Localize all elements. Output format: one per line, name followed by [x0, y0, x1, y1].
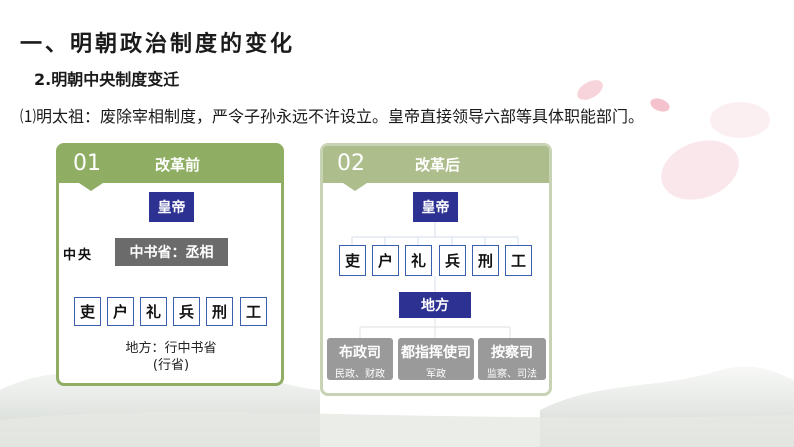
- subsection-heading: 2.明朝中央制度变迁: [34, 70, 180, 89]
- secretariat-box: 中书省：丞相: [115, 238, 228, 266]
- office-inspection-name: 按察司: [491, 345, 533, 361]
- before-panel-label: 改革前: [155, 156, 201, 174]
- central-label: 中央: [63, 248, 94, 263]
- before-panel-header: 01 改革前: [59, 146, 281, 183]
- before-ministry-war: 兵: [173, 297, 200, 326]
- before-panel-number: 01: [73, 151, 101, 176]
- after-panel-header: 02 改革后: [323, 146, 549, 183]
- office-military-name: 都指挥使司: [401, 345, 471, 361]
- office-administration-duty: 民政、财政: [335, 369, 385, 380]
- after-ministry-personnel: 吏: [339, 245, 366, 276]
- before-ministry-personnel: 吏: [74, 297, 101, 326]
- before-emperor-box: 皇帝: [149, 192, 194, 222]
- before-ministry-justice: 刑: [206, 297, 233, 326]
- office-inspection: 按察司 监察、司法: [478, 338, 546, 380]
- after-panel-label: 改革后: [415, 156, 461, 174]
- after-header-notch: [343, 183, 367, 191]
- after-panel-number: 02: [337, 151, 365, 176]
- office-military-duty: 军政: [426, 369, 446, 380]
- after-emperor-box: 皇帝: [413, 192, 458, 222]
- after-ministry-war: 兵: [439, 245, 466, 276]
- office-inspection-duty: 监察、司法: [487, 369, 537, 380]
- petal-decoration: [577, 80, 770, 200]
- after-ministry-justice: 刑: [472, 245, 499, 276]
- before-local-line1: 地方：行中书省: [125, 341, 217, 356]
- after-ministry-revenue: 户: [372, 245, 399, 276]
- before-local-line2: (行省): [152, 358, 190, 373]
- after-local-box: 地方: [399, 292, 471, 318]
- after-ministry-rites: 礼: [405, 245, 432, 276]
- before-header-notch: [79, 183, 103, 191]
- before-ministry-rites: 礼: [140, 297, 167, 326]
- office-administration: 布政司 民政、财政: [327, 338, 393, 380]
- after-ministry-works: 工: [505, 245, 532, 276]
- before-ministry-works: 工: [240, 297, 267, 326]
- before-local-note: 地方：行中书省 (行省): [96, 340, 246, 374]
- office-administration-name: 布政司: [339, 345, 381, 361]
- office-military: 都指挥使司 军政: [398, 338, 474, 380]
- before-ministry-revenue: 户: [107, 297, 134, 326]
- intro-text: ⑴明太祖：废除宰相制度，严令子孙永远不许设立。皇帝直接领导六部等具体职能部门。: [20, 107, 645, 126]
- section-heading: 一、明朝政治制度的变化: [20, 32, 296, 57]
